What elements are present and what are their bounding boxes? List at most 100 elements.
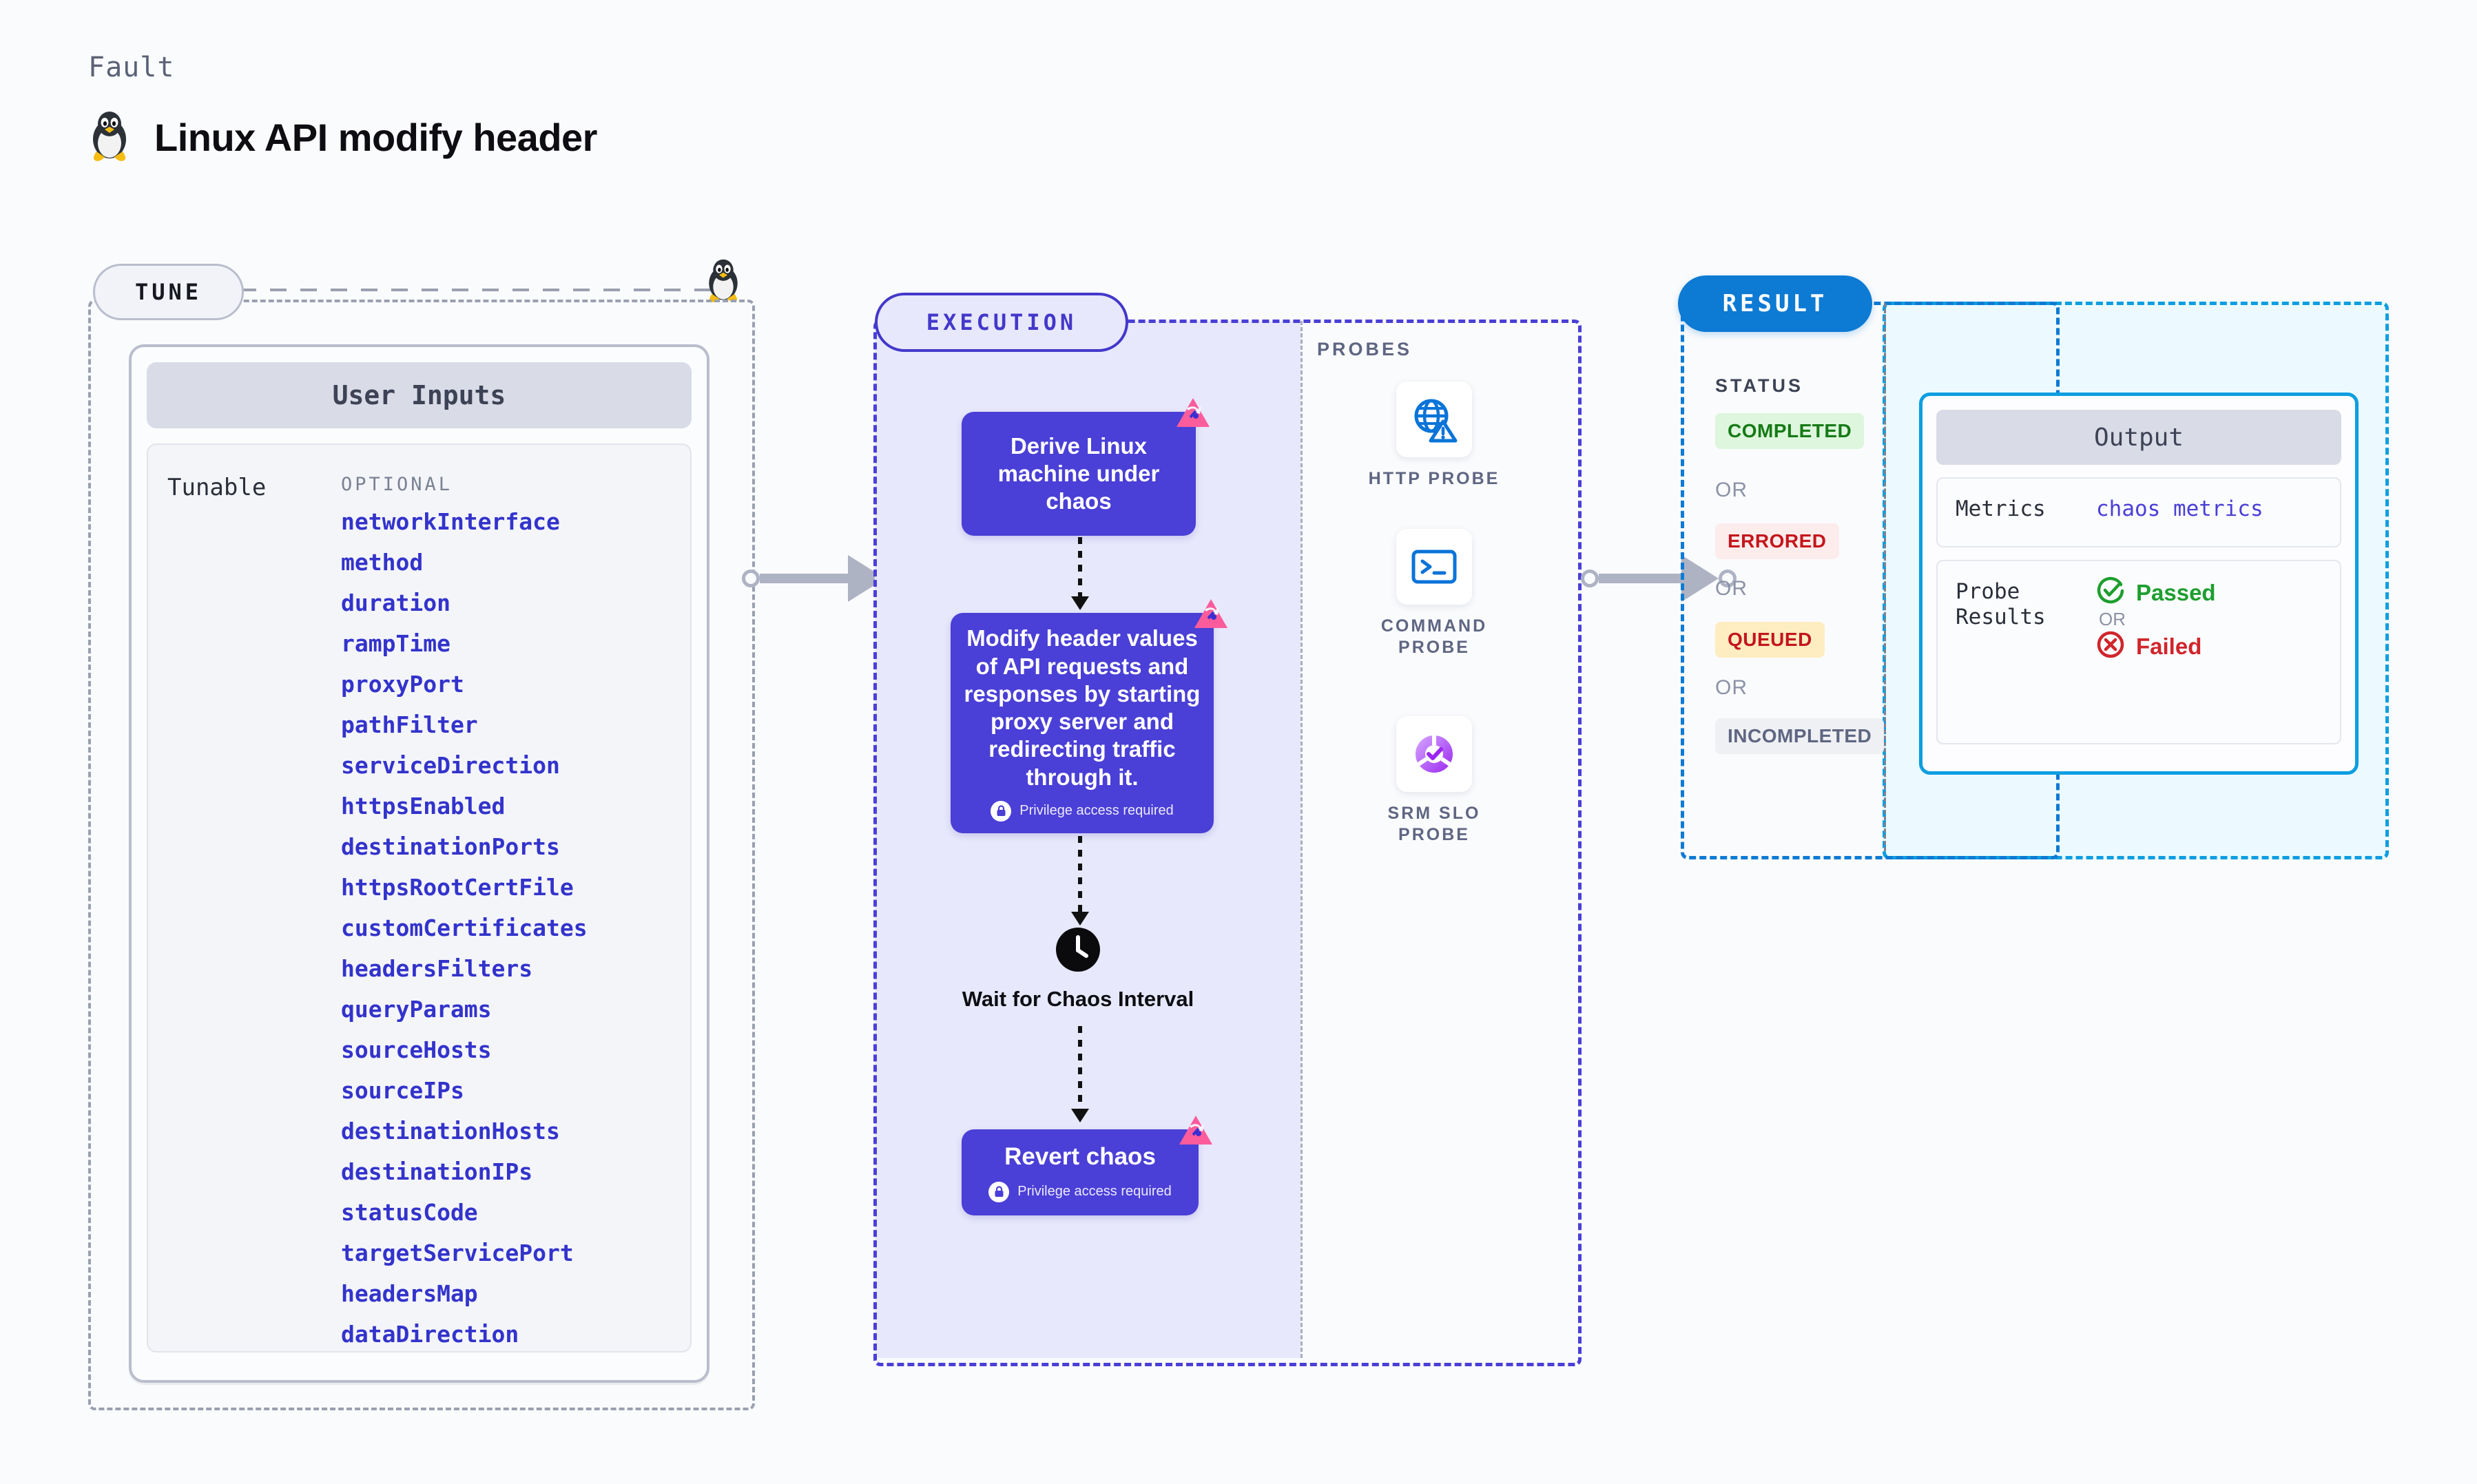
chaos-badge-icon — [1175, 397, 1211, 434]
metrics-key: Metrics — [1956, 497, 2046, 521]
connector-bar — [760, 574, 849, 583]
arrow-tip — [1071, 912, 1089, 926]
fault-kicker: Fault — [88, 52, 175, 83]
tunable-item[interactable]: proxyPort — [341, 671, 464, 698]
tunable-body: Tunable OPTIONAL networkInterface method… — [147, 443, 692, 1352]
tunable-label: Tunable — [167, 474, 267, 501]
tunable-item[interactable]: destinationHosts — [341, 1118, 560, 1145]
terminal-icon — [1396, 529, 1472, 605]
privilege-text: Privilege access required — [1019, 803, 1174, 819]
node-label: Derive Linux machine under chaos — [997, 432, 1160, 514]
status-or-label: OR — [1715, 577, 1748, 600]
status-label: STATUS — [1715, 375, 1803, 396]
arrow-line — [1078, 836, 1082, 913]
arrow-tip — [1071, 1109, 1089, 1122]
probe-result-passed: Passed — [2096, 576, 2216, 609]
arrow-line — [1078, 537, 1082, 598]
tunable-item[interactable]: rampTime — [341, 630, 450, 657]
tune-pill[interactable]: TUNE — [93, 264, 244, 320]
execution-node-modify-header[interactable]: Modify header values of API requests and… — [951, 599, 1227, 833]
flow-arrow — [1071, 1026, 1089, 1122]
connector-bar — [1599, 574, 1683, 583]
probe-or-label: OR — [2099, 609, 2126, 629]
status-or-label: OR — [1715, 479, 1748, 501]
connector-dot — [742, 569, 760, 587]
page-title: Linux API modify header — [154, 116, 597, 159]
optional-label: OPTIONAL — [341, 474, 453, 495]
optional-column: OPTIONAL networkInterface method duratio… — [341, 474, 699, 1363]
arrow-tip — [1071, 596, 1089, 610]
probe-label: SRM SLO PROBE — [1387, 804, 1481, 845]
tunable-item[interactable]: headersFilters — [341, 955, 533, 982]
connector-dot — [1719, 569, 1737, 587]
node-label: Revert chaos — [1004, 1143, 1156, 1171]
privilege-text: Privilege access required — [1017, 1184, 1172, 1200]
privilege-badge: Privilege access required — [988, 1181, 1172, 1202]
tunable-item[interactable]: sourceIPs — [341, 1077, 464, 1104]
lock-icon — [991, 800, 1012, 822]
x-circle-icon — [2096, 630, 2125, 662]
tunable-item[interactable]: serviceDirection — [341, 752, 560, 779]
linux-penguin-icon — [88, 110, 131, 165]
arrow-line — [1078, 1026, 1082, 1110]
flow-arrow — [1071, 836, 1089, 926]
tunable-item[interactable]: sourceHosts — [341, 1036, 492, 1063]
check-circle-icon — [2096, 576, 2125, 609]
chaos-badge-icon — [1193, 598, 1229, 635]
status-badge-errored: ERRORED — [1715, 523, 1839, 559]
tunable-item[interactable]: customCertificates — [341, 915, 588, 941]
tunable-item[interactable]: queryParams — [341, 996, 492, 1023]
probes-divider — [1300, 321, 1303, 1358]
tunable-item[interactable]: targetServicePort — [341, 1240, 574, 1266]
globe-warning-icon — [1396, 382, 1472, 457]
tunable-item[interactable]: httpsRootCertFile — [341, 874, 574, 901]
tune-dashed-connector — [240, 289, 732, 291]
probe-label: HTTP PROBE — [1368, 469, 1500, 488]
user-inputs-title: User Inputs — [147, 362, 692, 428]
output-metrics-row: Metrics chaos metrics — [1936, 477, 2341, 547]
tunable-item[interactable]: statusCode — [341, 1199, 478, 1226]
probe-srm-slo[interactable]: SRM SLO PROBE — [1365, 716, 1503, 846]
tunable-item[interactable]: dataDirection — [341, 1321, 519, 1348]
execution-node-derive[interactable]: Derive Linux machine under chaos — [962, 398, 1210, 536]
probe-label: COMMAND PROBE — [1380, 616, 1488, 658]
execution-pill[interactable]: EXECUTION — [875, 293, 1128, 352]
status-or-label: OR — [1715, 676, 1748, 699]
connector-execution-to-result — [1581, 555, 1737, 602]
probe-http[interactable]: HTTP PROBE — [1365, 382, 1503, 490]
result-pill[interactable]: RESULT — [1678, 275, 1872, 332]
node-label: Modify header values of API requests and… — [964, 625, 1201, 790]
probe-result-failed: Failed — [2096, 630, 2216, 662]
connector-dot — [1581, 569, 1599, 587]
wait-label: Wait for Chaos Interval — [962, 987, 1194, 1011]
tunable-item[interactable]: destinationPorts — [341, 833, 560, 860]
probe-results-values: Passed OR Failed — [2096, 576, 2216, 662]
tune-linux-penguin-icon — [705, 258, 742, 306]
tunable-item[interactable]: duration — [341, 589, 450, 616]
status-badge-incompleted: INCOMPLETED — [1715, 718, 1885, 754]
tunable-item[interactable]: httpsEnabled — [341, 793, 506, 819]
tunable-item[interactable]: destinationIPs — [341, 1158, 533, 1185]
slo-donut-check-icon — [1396, 716, 1472, 792]
tunable-item[interactable]: networkInterface — [341, 508, 560, 535]
tunable-item[interactable]: pathFilter — [341, 711, 478, 738]
result-output-divider — [1884, 303, 1886, 851]
privilege-badge: Privilege access required — [991, 800, 1174, 822]
probe-command[interactable]: COMMAND PROBE — [1365, 529, 1503, 659]
execution-node-wait: Wait for Chaos Interval — [962, 926, 1194, 1012]
lock-icon — [988, 1181, 1010, 1202]
metrics-value-link[interactable]: chaos metrics — [2096, 497, 2263, 521]
page-title-row: Linux API modify header — [88, 110, 597, 165]
clock-icon — [1055, 926, 1101, 976]
tunable-item[interactable]: headersMap — [341, 1280, 478, 1307]
status-badge-queued: QUEUED — [1715, 622, 1825, 658]
tune-zone — [88, 300, 755, 1410]
tunable-item[interactable]: method — [341, 549, 424, 576]
probes-section-label: PROBES — [1317, 339, 1413, 359]
probe-failed-label: Failed — [2136, 633, 2202, 659]
output-title: Output — [1936, 410, 2341, 465]
execution-node-revert-chaos[interactable]: Revert chaos Privilege access required — [962, 1116, 1212, 1215]
